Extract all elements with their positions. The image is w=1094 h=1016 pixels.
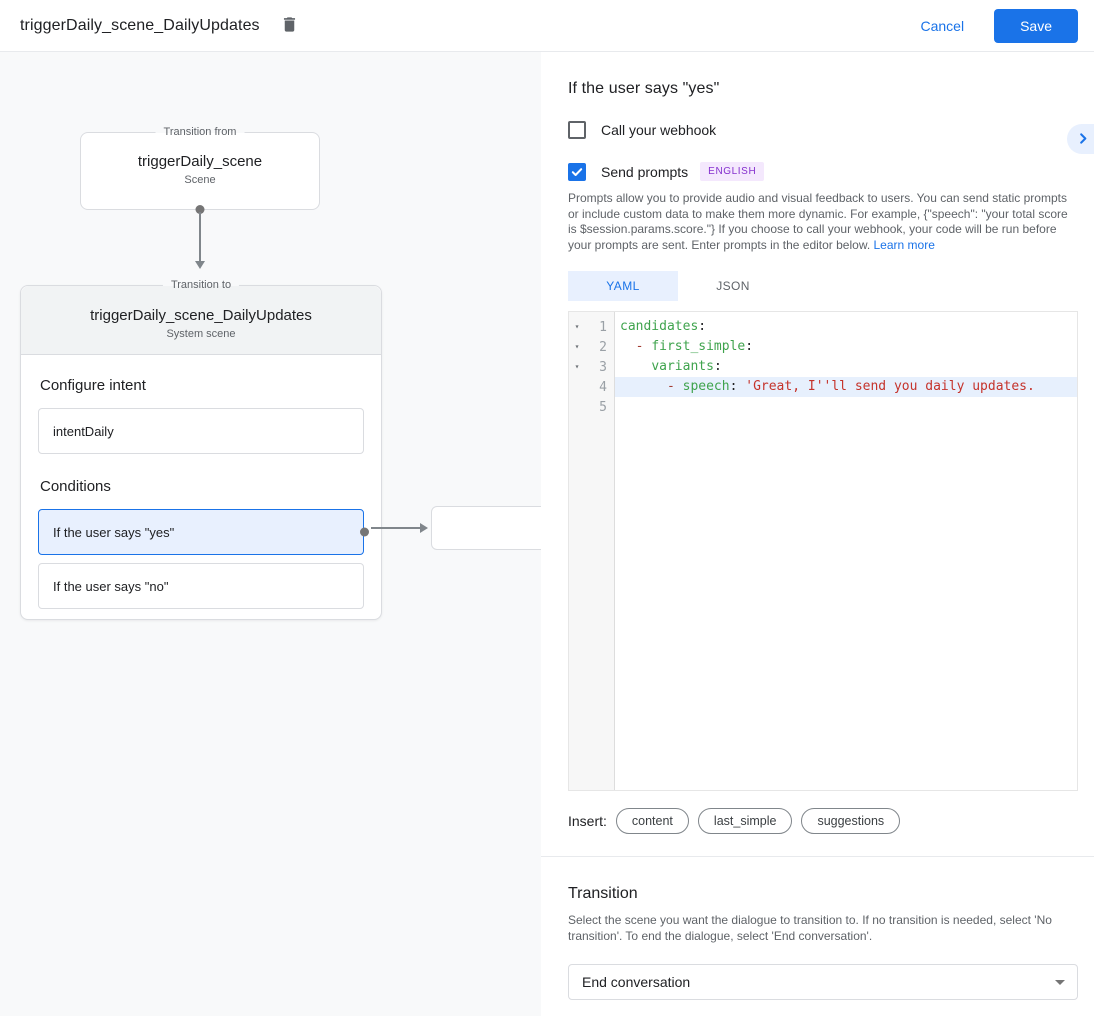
tab-yaml[interactable]: YAML [568,271,678,301]
language-badge: ENGLISH [700,162,765,181]
to-node-subtitle: System scene [166,328,236,340]
connector-port-bottom [195,205,205,214]
transition-to-legend: Transition to [162,278,240,293]
trash-icon [280,15,299,37]
transition-select-value: End conversation [582,974,691,990]
prompts-description: Prompts allow you to provide audio and v… [568,191,1078,253]
editor-code-area: candidates: - first_simple: variants: - … [615,312,1077,790]
prompts-description-text: Prompts allow you to provide audio and v… [568,191,1068,252]
conditions-label: Conditions [40,478,111,495]
learn-more-link[interactable]: Learn more [873,237,935,252]
to-node-header: triggerDaily_scene_DailyUpdates System s… [21,286,381,355]
condition-label: If the user says "yes" [53,524,175,540]
editor-gutter: ▾ 1 ▾ 2 ▾ 3 4 5 [569,312,615,790]
intent-name: intentDaily [53,423,114,439]
connector-port-right [360,527,369,537]
condition-label: If the user says "no" [53,578,169,594]
code-line: candidates: [620,319,707,334]
call-webhook-checkbox[interactable] [568,121,586,139]
insert-chip-content[interactable]: content [615,808,689,834]
section-divider [541,856,1094,857]
panel-title: If the user says "yes" [568,80,720,97]
send-prompts-label: Send prompts [601,163,689,180]
send-prompts-checkbox[interactable] [568,162,586,181]
code-editor[interactable]: ▾ 1 ▾ 2 ▾ 3 4 5 candidates: - first_simple: var… [568,311,1078,791]
transition-to-card[interactable]: Transition to triggerDaily_scene_DailyUp… [20,278,382,620]
page-title: triggerDaily_scene_DailyUpdates [20,16,260,34]
fold-arrow-icon[interactable]: ▾ [574,322,580,331]
insert-chips: content last_simple suggestions [615,808,901,834]
line-number: 4 [599,379,607,395]
code-line: - first_simple: [635,339,754,354]
arrowhead-down-icon [195,261,205,269]
insert-chip-last_simple[interactable]: last_simple [697,808,793,834]
transition-description: Select the scene you want the dialogue t… [568,913,1052,943]
insert-label: Insert: [568,813,607,829]
transition-select[interactable]: End conversation [568,964,1078,1000]
code-line: - speech: 'Great, I''ll send you daily u… [615,377,1077,397]
code-line: variants: [651,359,722,374]
chevron-right-icon [1078,132,1089,147]
intent-item[interactable]: intentDaily [38,408,364,454]
collapse-panel-button[interactable] [1067,124,1094,154]
condition-detail-panel: If the user says "yes" Call your webhook… [541,52,1094,1016]
dropdown-caret-icon [1055,979,1065,985]
delete-scene-button[interactable] [278,13,301,39]
to-node-title: triggerDaily_scene_DailyUpdates [90,307,312,324]
from-node-title: triggerDaily_scene [137,153,263,170]
webhook-row: Call your webhook [568,121,1078,139]
condition-arrow-right [371,523,428,533]
fold-arrow-icon[interactable]: ▾ [574,342,580,351]
insert-chip-suggestions[interactable]: suggestions [801,808,901,834]
line-number: 3 [599,359,607,375]
condition-item[interactable]: If the user says "yes" [38,509,369,555]
cancel-button[interactable]: Cancel [920,17,965,34]
line-number: 2 [599,339,607,355]
transition-from-node[interactable]: Transition from triggerDaily_scene Scene [80,125,320,214]
scene-graph-canvas: Transition from triggerDaily_scene Scene… [0,52,541,1016]
top-bar: triggerDaily_scene_DailyUpdates Cancel S… [0,0,1094,52]
condition-item[interactable]: If the user says "no" [38,563,364,609]
from-node-subtitle: Scene [184,174,216,186]
call-webhook-label: Call your webhook [601,122,717,138]
line-number: 5 [599,399,607,415]
transition-from-legend: Transition from [155,125,245,140]
send-prompts-row: Send prompts ENGLISH [568,162,1078,181]
tab-json[interactable]: JSON [716,279,750,293]
insert-row: Insert: content last_simple suggestions [568,808,1078,834]
editor-format-tabs: YAML JSON [568,271,1078,301]
conditions-list: If the user says "yes" If the user says "… [38,509,369,609]
line-number: 1 [599,319,607,335]
transition-heading: Transition [568,885,638,902]
arrowhead-right-icon [420,523,428,533]
condition-target-node[interactable] [431,506,541,550]
fold-arrow-icon[interactable]: ▾ [574,362,580,371]
code-line [615,397,1077,417]
configure-intent-label: Configure intent [40,377,146,394]
save-button[interactable]: Save [994,8,1078,43]
transition-arrow-down [195,212,205,269]
